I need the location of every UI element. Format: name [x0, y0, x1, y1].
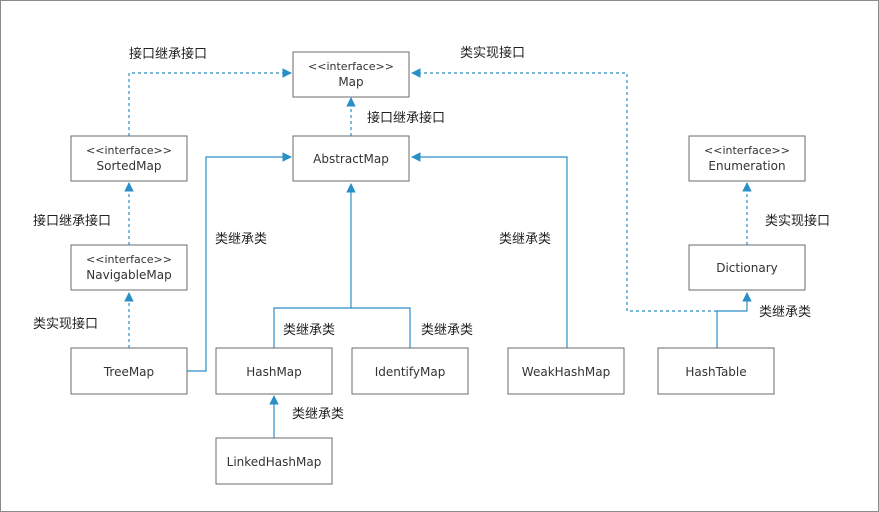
edge-labels: 接口继承接口 接口继承接口 类实现接口 接口继承接口 类实现接口 类继承类 类继…	[33, 45, 830, 422]
edges	[124, 68, 752, 438]
node-hashtable[interactable]: HashTable	[657, 347, 775, 395]
identifymap-name: IdentifyMap	[375, 365, 446, 379]
label-abstractmap-map: 接口继承接口	[367, 110, 445, 126]
edge-weakhashmap-abstractmap	[411, 152, 568, 348]
edge-treemap-abstractmap	[187, 152, 292, 372]
node-hashmap[interactable]: HashMap	[215, 347, 333, 395]
node-map[interactable]: <<interface>> Map	[292, 51, 410, 98]
map-stereotype: <<interface>>	[308, 60, 394, 73]
label-navigablemap-sortedmap: 接口继承接口	[33, 213, 111, 229]
edge-hashmap-abstractmap	[273, 183, 356, 348]
edge-sortedmap-map	[128, 68, 292, 136]
node-dictionary[interactable]: Dictionary	[688, 244, 806, 291]
navigablemap-name: NavigableMap	[86, 268, 171, 282]
node-linkedhashmap[interactable]: LinkedHashMap	[215, 437, 333, 485]
label-hashmap-abstractmap: 类继承类	[283, 323, 335, 338]
label-treemap-abstractmap: 类继承类	[215, 232, 267, 247]
hashmap-name: HashMap	[246, 365, 302, 379]
node-abstractmap[interactable]: AbstractMap	[292, 135, 410, 182]
abstractmap-name: AbstractMap	[313, 152, 389, 166]
label-dictionary-enumeration: 类实现接口	[765, 213, 830, 229]
edge-hashtable-map	[411, 68, 717, 312]
enumeration-stereotype: <<interface>>	[704, 144, 790, 157]
node-identifymap[interactable]: IdentifyMap	[351, 347, 469, 395]
edge-hashtable-dictionary	[716, 292, 752, 348]
label-treemap-navigablemap: 类实现接口	[33, 316, 98, 332]
label-linkedhashmap-hashmap: 类继承类	[292, 407, 344, 422]
node-treemap[interactable]: TreeMap	[70, 347, 188, 395]
treemap-name: TreeMap	[103, 365, 154, 379]
edge-identifymap-abstractmap	[351, 307, 411, 348]
label-sortedmap-map: 接口继承接口	[129, 46, 207, 62]
dictionary-name: Dictionary	[716, 261, 778, 275]
node-weakhashmap[interactable]: WeakHashMap	[507, 347, 625, 395]
label-hashtable-dictionary: 类继承类	[759, 305, 811, 320]
label-weakhashmap-abstractmap: 类继承类	[499, 232, 551, 247]
sortedmap-stereotype: <<interface>>	[86, 144, 172, 157]
node-navigablemap[interactable]: <<interface>> NavigableMap	[70, 244, 188, 291]
navigablemap-stereotype: <<interface>>	[86, 253, 172, 266]
linkedhashmap-name: LinkedHashMap	[227, 455, 322, 469]
nodes: <<interface>> Map AbstractMap <<interfac…	[70, 51, 806, 485]
weakhashmap-name: WeakHashMap	[522, 365, 610, 379]
node-sortedmap[interactable]: <<interface>> SortedMap	[70, 135, 188, 182]
node-enumeration[interactable]: <<interface>> Enumeration	[688, 135, 806, 182]
enumeration-name: Enumeration	[708, 159, 785, 173]
label-identifymap-abstractmap: 类继承类	[421, 323, 473, 338]
map-name: Map	[338, 75, 363, 89]
label-hashtable-map: 类实现接口	[460, 45, 525, 61]
hashtable-name: HashTable	[685, 365, 746, 379]
sortedmap-name: SortedMap	[97, 159, 162, 173]
